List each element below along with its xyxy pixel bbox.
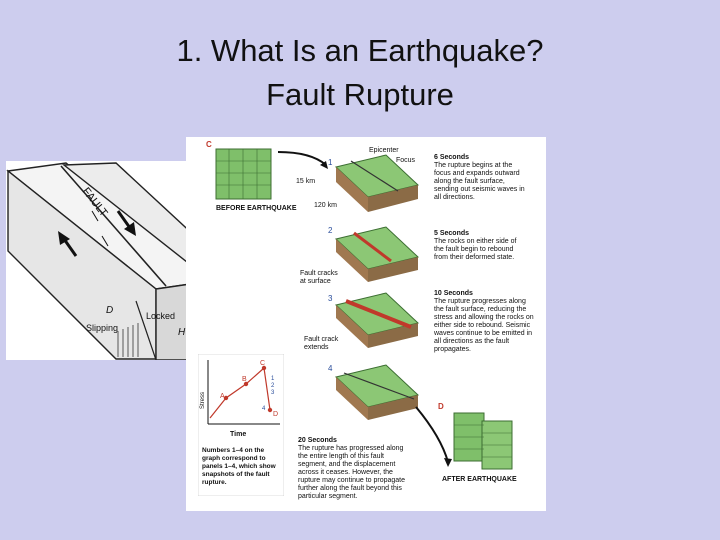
svg-text:the fault surface, reducing th: the fault surface, reducing the [434,306,526,313]
epicenter-label: Epicenter [369,147,399,154]
svg-text:6 Seconds: 6 Seconds [434,154,469,161]
svg-text:propagates.: propagates. [434,346,471,353]
svg-text:1: 1 [271,376,275,382]
text-20-seconds: 20 Seconds The rupture has progressed al… [298,437,405,500]
svg-text:A: A [220,393,225,400]
point-c [261,365,267,371]
svg-text:The rupture begins at the: The rupture begins at the [434,162,512,169]
rupture-block-3 [334,292,420,348]
graph-caption: Numbers 1–4 on the graph correspond to p… [202,447,277,486]
svg-text:rupture may continue to propag: rupture may continue to propagate [298,477,405,484]
after-earthquake-block [453,412,513,470]
dim-120km: 120 km [314,202,337,209]
svg-text:focus and expands outward: focus and expands outward [434,170,520,177]
svg-text:C: C [260,360,265,367]
slipping-label: Slipping [86,323,118,333]
svg-text:particular segment.: particular segment. [298,493,358,500]
dim-15km: 15 km [296,178,315,185]
before-label: BEFORE EARTHQUAKE [216,205,297,212]
fault-cracks-surface-2: at surface [300,278,331,285]
svg-text:graph correspond to: graph correspond to [202,455,266,462]
svg-text:4: 4 [262,406,266,412]
svg-text:5 Seconds: 5 Seconds [434,230,469,237]
svg-text:The rupture progresses along: The rupture progresses along [434,298,526,305]
panel-c-label: C [206,140,212,149]
svg-text:rupture.: rupture. [202,479,227,486]
svg-text:stress and allowing the rocks: stress and allowing the rocks on [434,314,534,321]
point-b [243,381,249,387]
svg-text:B: B [242,376,247,383]
step-4: 4 [328,364,333,373]
rupture-block-1 [334,154,420,212]
svg-text:3: 3 [271,390,275,396]
graph-y-label: Stress [200,392,206,409]
text-5-seconds: 5 Seconds The rocks on either side of th… [434,230,517,261]
svg-text:waves continue to be emitted i: waves continue to be emitted in [433,330,532,337]
step-1: 1 [328,158,333,167]
svg-text:the fault begin to rebound: the fault begin to rebound [434,246,514,253]
graph-x-label: Time [230,431,246,438]
svg-text:2: 2 [271,383,275,389]
text-10-seconds: 10 Seconds The rupture progresses along … [433,290,534,353]
svg-text:20 Seconds: 20 Seconds [298,437,337,444]
panel-d-label: D [438,402,444,411]
fault-crack-extends-1: Fault crack [304,336,339,343]
step-3: 3 [328,294,333,303]
svg-text:The rupture has progressed alo: The rupture has progressed along [298,445,404,452]
svg-text:segment, and the displacement: segment, and the displacement [298,461,395,468]
focus-label: Focus [396,157,416,164]
fault-block-diagram: FAULT D Locked Slipping H [6,161,211,360]
svg-text:10 Seconds: 10 Seconds [434,290,473,297]
svg-text:all directions as the fault: all directions as the fault [434,338,509,345]
point-d [267,407,273,413]
step-2: 2 [328,226,333,235]
svg-text:across it ceases. However, the: across it ceases. However, the [298,469,393,476]
svg-text:panels 1–4, which show: panels 1–4, which show [202,463,277,470]
stress-time-graph: A B C D 1 2 3 4 Stress Time Numbers 1–4 … [198,354,284,496]
after-label: AFTER EARTHQUAKE [442,476,517,483]
svg-text:Numbers 1–4 on the: Numbers 1–4 on the [202,447,265,454]
svg-text:all directions.: all directions. [434,194,475,201]
motion-arrow-right [116,210,136,236]
svg-text:snapshots of the fault: snapshots of the fault [202,471,270,478]
point-a [223,395,229,401]
slide-subtitle: Fault Rupture [266,77,454,112]
motion-arrow-left [58,231,78,257]
before-earthquake-block [215,148,272,200]
fault-cracks-surface-1: Fault cracks [300,270,338,277]
fault-crack-extends-2: extends [304,344,329,351]
svg-text:further along the fault beyond: further along the fault beyond this [298,485,402,492]
locked-label: Locked [146,311,175,321]
svg-text:The rocks on either side of: The rocks on either side of [434,238,517,245]
svg-text:D: D [273,411,278,418]
h-label: H [178,327,186,338]
text-6-seconds: 6 Seconds The rupture begins at the focu… [434,154,525,201]
d-label: D [106,305,113,316]
rupture-block-2 [334,226,420,282]
svg-text:along the fault surface,: along the fault surface, [434,178,505,185]
slide-title: 1. What Is an Earthquake? [176,33,544,68]
svg-text:either side to rebound. Seismi: either side to rebound. Seismic [434,322,531,329]
svg-text:sending out seismic waves in: sending out seismic waves in [434,186,525,193]
rupture-block-4 [334,364,420,420]
svg-text:the entire length of this faul: the entire length of this fault [298,453,384,460]
svg-text:from their deformed state.: from their deformed state. [434,254,514,261]
